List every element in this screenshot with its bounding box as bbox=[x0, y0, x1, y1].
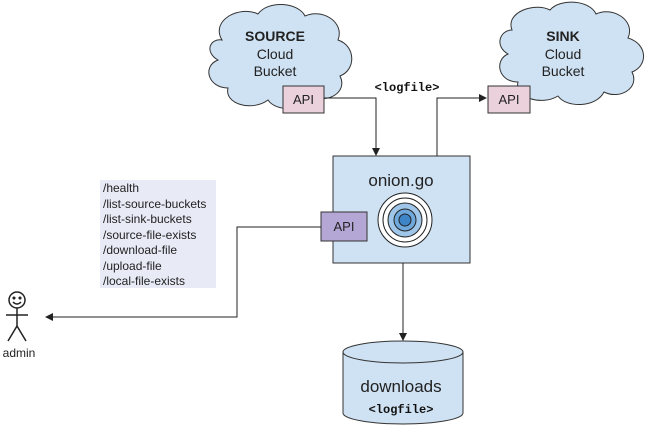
sink-cloud bbox=[499, 1, 644, 105]
transfer-logfile-label: <logfile> bbox=[375, 81, 440, 95]
endpoint-item: /health bbox=[103, 181, 139, 195]
service-to-sink-arrow bbox=[436, 94, 487, 156]
service-api-label: API bbox=[334, 219, 355, 234]
endpoint-list-bg bbox=[100, 180, 216, 288]
downloads-title: downloads bbox=[360, 377, 441, 396]
source-title: SOURCE bbox=[245, 28, 305, 44]
sink-title: SINK bbox=[546, 28, 579, 44]
source-api-label: API bbox=[293, 92, 314, 107]
endpoint-item: /upload-file bbox=[103, 259, 162, 273]
source-line2: Cloud bbox=[257, 46, 294, 62]
sink-line3: Bucket bbox=[542, 63, 585, 79]
source-to-service-arrow bbox=[324, 97, 380, 156]
downloads-logfile-label: <logfile> bbox=[369, 403, 434, 417]
sink-line2: Cloud bbox=[545, 46, 582, 62]
sink-api-box[interactable] bbox=[487, 85, 531, 114]
endpoint-item: /list-sink-buckets bbox=[103, 212, 192, 226]
service-name: onion.go bbox=[368, 171, 433, 190]
source-line3: Bucket bbox=[254, 63, 297, 79]
admin-user-icon bbox=[6, 291, 28, 342]
endpoint-item: /download-file bbox=[103, 243, 177, 257]
endpoint-item: /source-file-exists bbox=[103, 228, 196, 242]
endpoint-item: /local-file-exists bbox=[103, 274, 185, 288]
service-to-admin-arrow bbox=[45, 226, 321, 321]
source-cloud bbox=[208, 4, 353, 109]
source-api-box[interactable] bbox=[282, 85, 325, 114]
downloads-storage bbox=[342, 340, 464, 425]
endpoint-list: /health /list-source-buckets /list-sink-… bbox=[100, 180, 216, 288]
endpoint-item: /list-source-buckets bbox=[103, 197, 206, 211]
sink-api-label: API bbox=[499, 92, 520, 107]
admin-label: admin bbox=[3, 346, 36, 360]
onion-icon bbox=[377, 192, 433, 248]
